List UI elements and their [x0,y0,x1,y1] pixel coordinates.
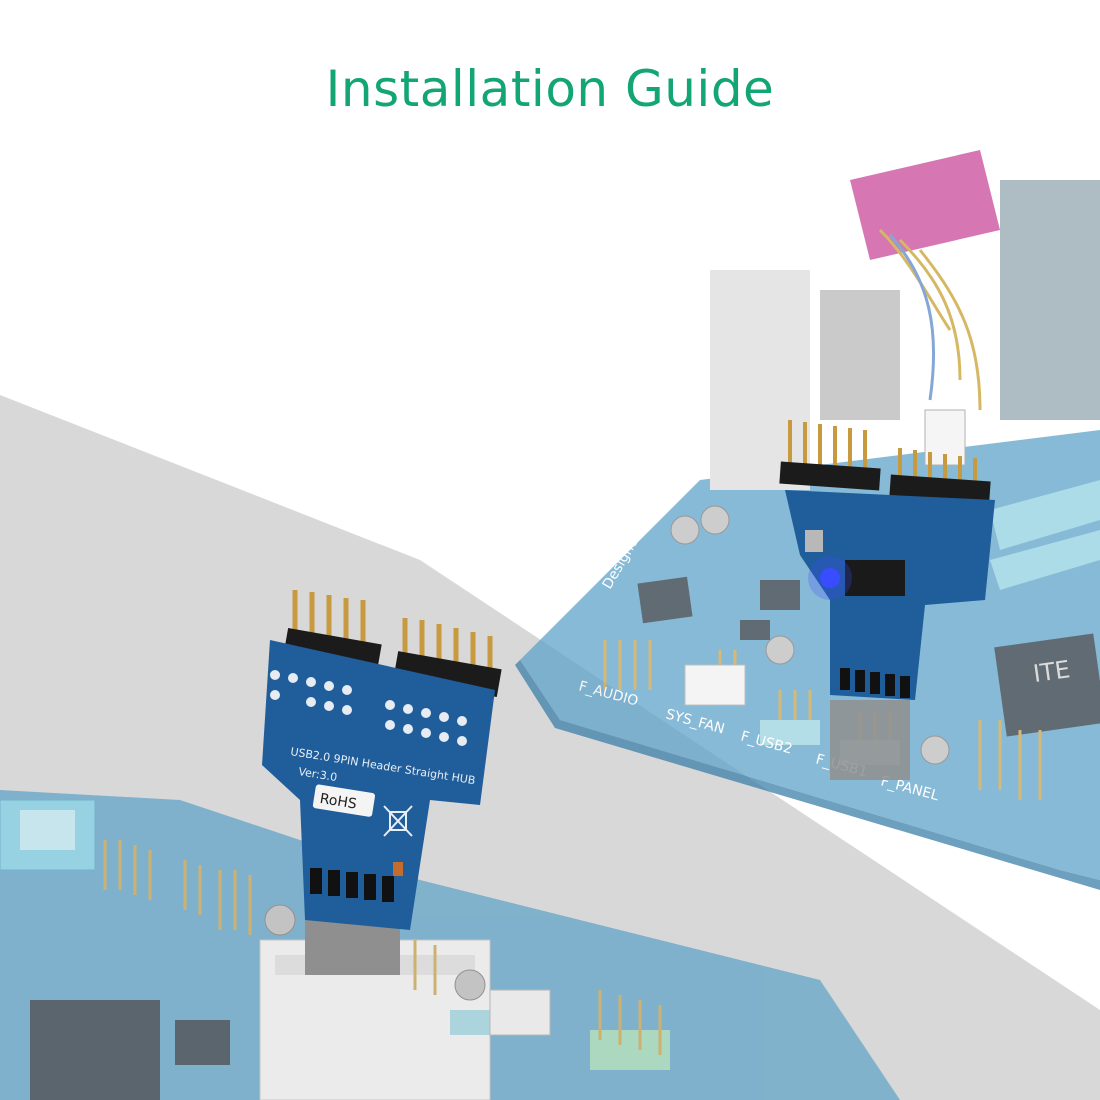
hub-ic-chip [845,560,905,596]
motherboard-lower-left [0,790,900,1100]
hub-silkscreen-version: Ver:3.0 [298,765,339,784]
ite-chip-lower [30,1000,160,1100]
chip-brand-label: ITE [1031,655,1071,688]
page-title: Installation Guide [325,60,775,118]
status-led [820,568,840,588]
solder-pads [270,670,467,746]
ite-chip-upper [994,633,1100,737]
rohs-label: RoHS [319,791,358,813]
magenta-connector [850,150,1000,260]
rohs-badge [312,784,376,817]
usb-hub-mounted [779,420,995,780]
bottom-connector-pins [310,868,394,902]
crossed-bin-icon [383,805,413,837]
hub-pcb [262,640,495,930]
usb-hub-front: USB2.0 9PIN Header Straight HUB Ver:3.0 … [262,590,502,975]
